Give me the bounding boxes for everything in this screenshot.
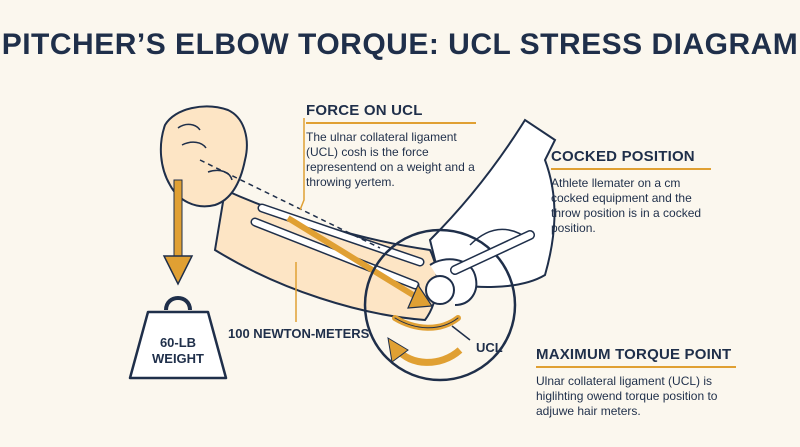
joint-head — [425, 275, 455, 305]
weight-label-line2: WEIGHT — [152, 351, 204, 366]
gravity-arrow-head — [162, 255, 194, 286]
upper-arm-sleeve — [428, 118, 557, 288]
torque-rotation-arrow — [395, 347, 463, 366]
callout-max-torque-heading: MAXIMUM TORQUE POINT — [536, 346, 732, 363]
fist-thumb — [207, 169, 233, 181]
fist-knuckle-1 — [177, 123, 201, 131]
gravity-arrow-shaft — [173, 179, 183, 259]
torque-rotation-arrowhead — [387, 337, 409, 363]
forearm-bone-radius-fill — [259, 205, 423, 265]
callout-force-on-ucl: FORCE ON UCL The ulnar collateral ligame… — [306, 102, 476, 190]
ucl-label: UCL — [476, 340, 503, 355]
callout-cocked-body: Athlete llemater on a cm cocked equipmen… — [551, 176, 702, 235]
weight-body — [128, 310, 228, 380]
callout-max-torque-body: Ulnar collateral ligament (UCL) is higli… — [536, 374, 718, 418]
elbow-focus-circle — [363, 228, 517, 382]
callout-max-torque-rule — [536, 366, 736, 368]
weight-label-line1: 60-LB — [159, 335, 197, 350]
callout-force-heading: FORCE ON UCL — [306, 102, 423, 119]
humerus-shaft-fill — [451, 231, 534, 274]
callout-cocked-heading: COCKED POSITION — [551, 148, 695, 165]
force-leader-line — [299, 118, 305, 211]
torque-value-label: 100 NEWTON-METERS — [228, 326, 370, 341]
callout-force-rule — [306, 122, 476, 124]
force-arrow-head — [407, 283, 434, 309]
ucl-ligament-outline — [394, 317, 459, 329]
callout-force-body: The ulnar collateral ligament (UCL) cosh… — [306, 130, 475, 189]
ucl-leader — [451, 325, 471, 341]
callout-cocked-position: COCKED POSITION Athlete llemater on a cm… — [551, 148, 711, 236]
lever-arm-dashed — [199, 159, 381, 249]
forearm-bone-ulna-fill — [252, 219, 418, 288]
page-title: PITCHER’S ELBOW TORQUE: UCL STRESS DIAGR… — [1, 28, 799, 61]
callout-cocked-rule — [551, 168, 711, 170]
fist-knuckle-2 — [181, 141, 207, 149]
force-arrow-shaft — [286, 215, 420, 301]
callout-max-torque: MAXIMUM TORQUE POINT Ulnar collateral li… — [536, 346, 736, 419]
weight-handle — [164, 296, 192, 311]
